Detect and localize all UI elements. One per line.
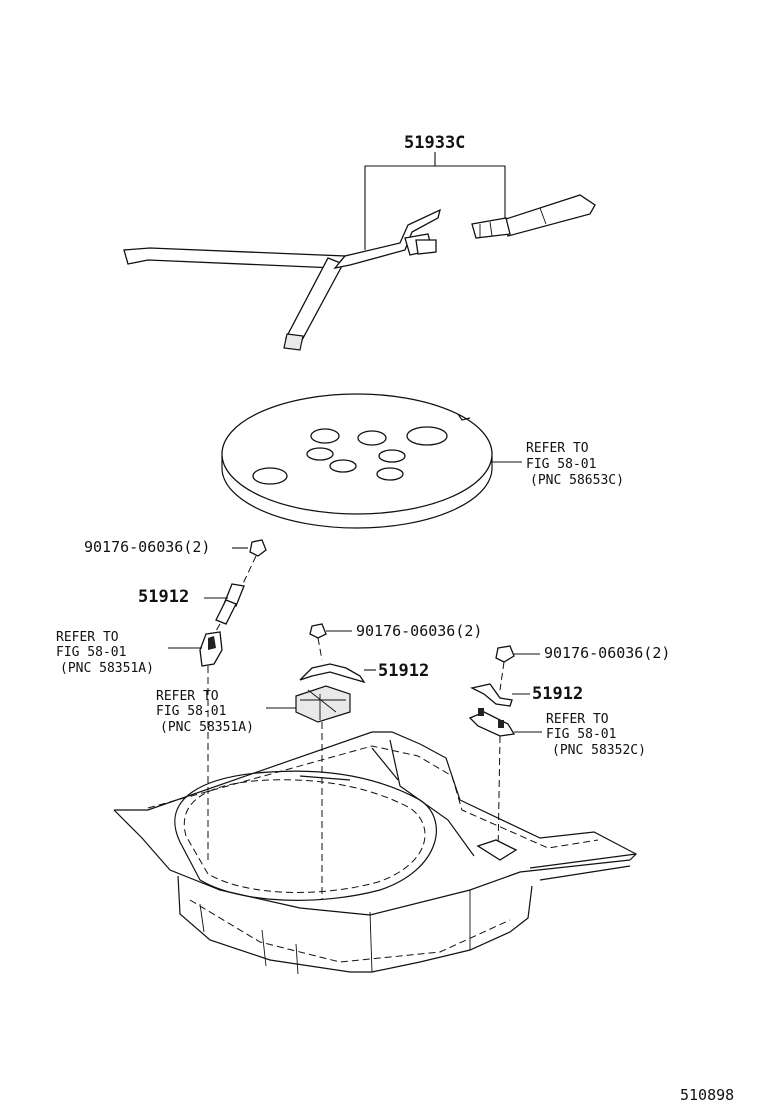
left-fastener-group xyxy=(168,539,267,860)
bracket-part-number-2: 51912 xyxy=(378,661,429,681)
bracket-part-number-1: 51912 xyxy=(138,587,189,607)
center-block-ref-line3: (PNC 58351A) xyxy=(160,720,254,735)
right-hook-ref-line2: FIG 58-01 xyxy=(546,727,616,742)
left-clip-ref-line1: REFER TO xyxy=(56,630,119,645)
center-block-ref-line1: REFER TO xyxy=(156,689,219,704)
rear-floor-pan xyxy=(113,731,638,975)
cover-ref-line2: FIG 58-01 xyxy=(526,457,596,472)
cover-ref-line1: REFER TO xyxy=(526,441,589,456)
center-block-ref-line2: FIG 58-01 xyxy=(156,704,226,719)
bolt-part-number-2: 90176-06036(2) xyxy=(356,622,482,640)
bolt-part-number-3: 90176-06036(2) xyxy=(544,644,670,662)
right-fastener-group xyxy=(468,645,542,856)
right-hook-ref-line3: (PNC 58352C) xyxy=(552,743,646,758)
spare-tire-cover xyxy=(221,393,522,529)
figure-number: 510898 xyxy=(680,1086,734,1104)
cover-ref-line3: (PNC 58653C) xyxy=(530,473,624,488)
center-fastener-group xyxy=(266,623,376,900)
bracket-part-number-3: 51912 xyxy=(532,684,583,704)
left-clip-ref-line2: FIG 58-01 xyxy=(56,645,126,660)
tie-down-strap xyxy=(123,152,596,351)
strap-part-number: 51933C xyxy=(404,133,465,153)
right-hook-ref-line1: REFER TO xyxy=(546,712,609,727)
bolt-part-number-1: 90176-06036(2) xyxy=(84,538,210,556)
left-clip-ref-line3: (PNC 58351A) xyxy=(60,661,154,676)
